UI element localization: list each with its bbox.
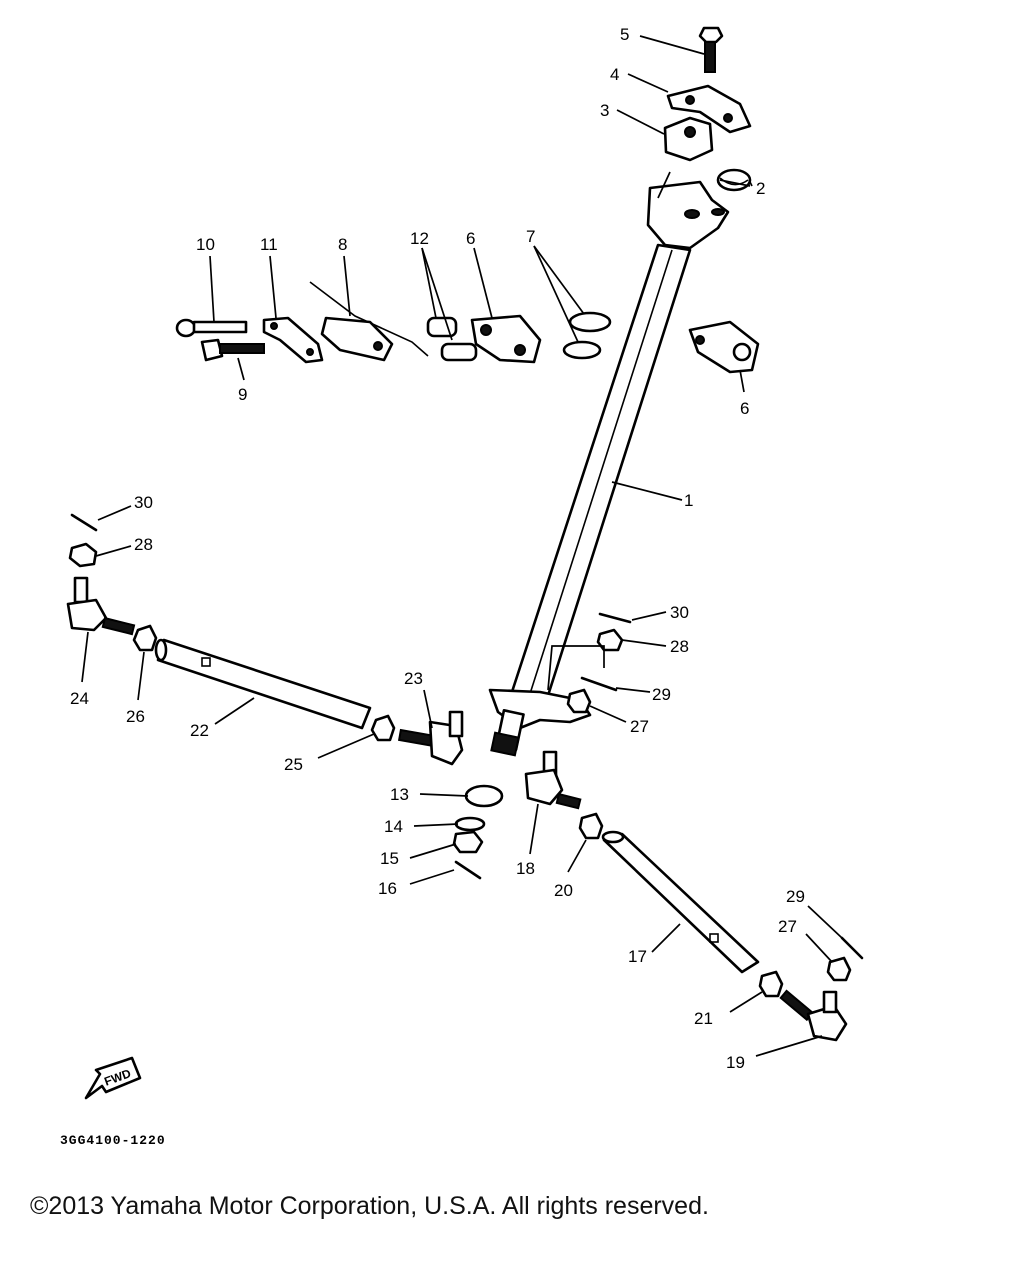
bolt-9 xyxy=(200,338,265,362)
plate-4 xyxy=(666,84,752,134)
bolt-5 xyxy=(698,26,724,73)
callout-14: 14 xyxy=(384,817,403,836)
holder-6b xyxy=(688,320,760,374)
callout-27-lower: 27 xyxy=(778,917,797,936)
callout-4: 4 xyxy=(610,65,619,84)
tie-rod-end-19 xyxy=(779,989,848,1042)
callout-17: 17 xyxy=(628,947,647,966)
nut-26 xyxy=(132,624,158,652)
callout-28-left: 28 xyxy=(134,535,153,554)
bracket-11 xyxy=(262,316,324,364)
washer-13 xyxy=(464,784,504,808)
callout-10: 10 xyxy=(196,235,215,254)
callout-11: 11 xyxy=(260,235,278,254)
callout-18: 18 xyxy=(516,859,535,878)
nut-27-right-low xyxy=(826,956,852,982)
nut-28-left xyxy=(68,542,98,568)
callout-21: 21 xyxy=(694,1009,713,1028)
callout-6-right: 6 xyxy=(740,399,749,418)
clamp-3 xyxy=(663,116,714,162)
callout-24: 24 xyxy=(70,689,89,708)
tie-rod-end-24 xyxy=(66,576,136,636)
callout-29-right: 29 xyxy=(652,685,671,704)
callout-8: 8 xyxy=(338,235,347,254)
callout-15: 15 xyxy=(380,849,399,868)
nut-20 xyxy=(578,812,604,840)
callout-13: 13 xyxy=(390,785,409,804)
tie-rod-17 xyxy=(601,830,760,974)
cotter-pin-16 xyxy=(454,860,482,880)
cotter-pin-29-right-low xyxy=(840,936,864,960)
holder-6a xyxy=(470,314,542,364)
nut-15 xyxy=(452,830,484,854)
cotter-pin-30-right xyxy=(598,612,632,624)
tie-rod-22 xyxy=(154,638,372,730)
callout-30-left: 30 xyxy=(134,493,153,512)
copyright-notice: ©2013 Yamaha Motor Corporation, U.S.A. A… xyxy=(30,1192,709,1220)
callout-labels: 5 4 3 2 10 11 8 12 6 7 9 6 1 30 28 24 26… xyxy=(70,25,805,1072)
callout-2: 2 xyxy=(756,179,765,198)
nut-27-right xyxy=(566,688,592,714)
steering-shaft xyxy=(488,180,730,757)
tie-rod-end-18 xyxy=(524,750,582,810)
callout-9: 9 xyxy=(238,385,247,404)
fwd-arrow-icon: FWD xyxy=(84,1056,142,1100)
diagram-code: 3GG4100-1220 xyxy=(60,1133,166,1148)
callout-16: 16 xyxy=(378,879,397,898)
callout-3: 3 xyxy=(600,101,609,120)
leader-lines xyxy=(81,35,843,1057)
callout-28-right: 28 xyxy=(670,637,689,656)
nut-25 xyxy=(370,714,396,742)
callout-20: 20 xyxy=(554,881,573,900)
callout-26: 26 xyxy=(126,707,145,726)
cotter-pin-29-right xyxy=(580,676,618,692)
callout-23: 23 xyxy=(404,669,423,688)
callout-29-lower: 29 xyxy=(786,887,805,906)
callout-22: 22 xyxy=(190,721,209,740)
callout-1: 1 xyxy=(684,491,693,510)
callout-5: 5 xyxy=(620,25,629,44)
callout-12: 12 xyxy=(410,229,429,248)
tie-rod-end-23 xyxy=(397,710,464,766)
callout-7: 7 xyxy=(526,227,535,246)
washer-14 xyxy=(454,816,486,832)
callout-19: 19 xyxy=(726,1053,745,1072)
callout-27-right: 27 xyxy=(630,717,649,736)
callout-6-upper: 6 xyxy=(466,229,475,248)
callout-30-right: 30 xyxy=(670,603,689,622)
callout-25: 25 xyxy=(284,755,303,774)
cotter-pin-30-left xyxy=(70,513,98,532)
bolt-10 xyxy=(175,318,248,338)
clips-7 xyxy=(562,311,612,360)
arm-8 xyxy=(309,281,429,362)
nut-21 xyxy=(758,970,784,998)
nut-28-right xyxy=(596,628,624,652)
